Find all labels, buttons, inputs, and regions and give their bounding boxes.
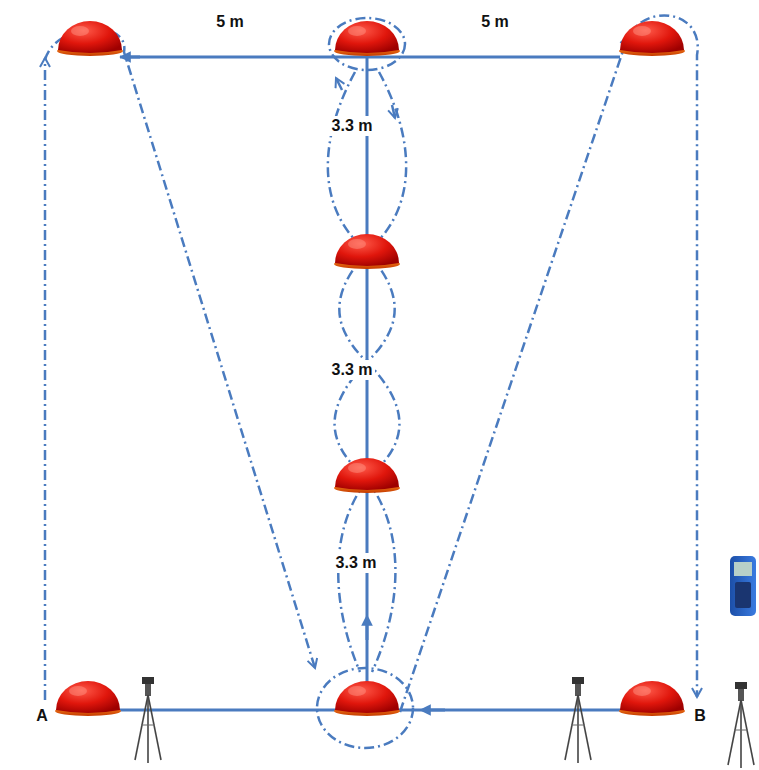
running-path [44,58,47,700]
cone [334,234,400,269]
distance-label: 5 m [213,12,247,32]
cone [334,21,400,56]
running-path [329,18,405,70]
timing-gate-tripod [728,682,754,768]
distance-label: 3.3 m [333,553,380,573]
timing-gate-tripod [135,677,161,763]
cone [55,681,121,716]
direction-arrow [425,709,445,712]
timing-gate-tripod [565,677,591,763]
direction-arrow [336,78,342,90]
distance-label: 5 m [478,12,512,32]
running-path [45,29,315,668]
direction-arrow [366,620,369,640]
cone [334,458,400,493]
running-path [317,668,413,748]
direction-arrow [392,105,395,118]
cone [619,681,685,716]
running-path [628,15,698,697]
point-label: A [33,706,51,726]
distance-label: 3.3 m [329,116,376,136]
distance-label: 3.3 m [329,360,376,380]
cone [334,681,400,716]
running-path [400,36,628,712]
cone [619,21,685,56]
point-label: B [691,706,709,726]
laser-meter [730,556,756,616]
laser-meter-screen [734,562,752,576]
laser-meter-keypad [735,582,751,608]
laser-meter-body [730,556,756,616]
direction-arrow [125,56,140,59]
cone [57,21,123,56]
